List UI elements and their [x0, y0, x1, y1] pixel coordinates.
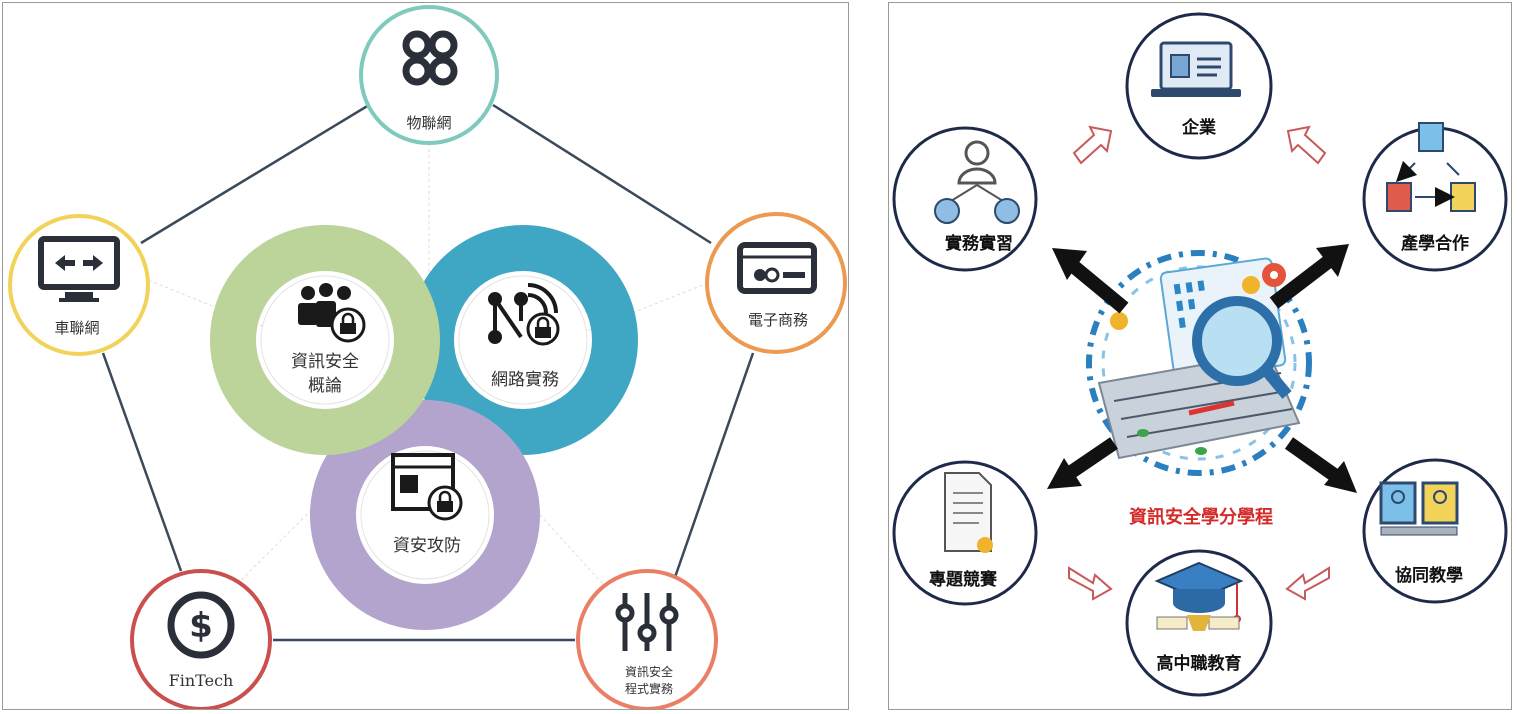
node-industry-academia: 產學合作: [1362, 122, 1508, 272]
collaborative-teaching-label: 協同教學: [1395, 565, 1463, 586]
ring-security-intro: [210, 225, 440, 455]
org-chart-icon: [934, 140, 1020, 224]
bug-icon-2: [1195, 447, 1207, 455]
ecommerce-label: 電子商務: [748, 311, 808, 329]
graduation-cap-icon: [1154, 561, 1244, 631]
dollar-icon: $: [167, 591, 235, 659]
node-car-network: 車聯網: [8, 214, 150, 356]
fintech-label: FinTech: [169, 671, 234, 690]
node-enterprise: 企業: [1125, 12, 1273, 160]
industry-academia-label: 產學合作: [1401, 233, 1469, 254]
black-arrowheads: [1047, 244, 1357, 493]
magnifier-lens: [1192, 296, 1282, 386]
gear-icon-left: [1110, 312, 1128, 330]
certificate-icon: [944, 472, 993, 553]
bug-icon: [1137, 429, 1149, 437]
right-diagram-panel: 資訊安全學分學程 企業: [888, 2, 1512, 710]
laptop-magnifier-illustration: [1086, 250, 1312, 476]
node-collaborative-teaching: 協同教學: [1362, 458, 1508, 604]
internship-label: 實務實習: [945, 233, 1013, 254]
svg-text:$: $: [189, 606, 213, 646]
credit-card-icon: [737, 242, 817, 294]
gear-icon-small: [1242, 276, 1260, 294]
node-iot: 物聯網: [359, 5, 499, 145]
left-diagram-svg: 資訊安全 概論 網路實務 資安攻防: [8, 5, 847, 709]
car-network-label: 車聯網: [54, 319, 99, 337]
laptop-profile-icon: [1151, 41, 1241, 97]
secure-programming-label-2: 程式實務: [625, 681, 673, 696]
two-users-icon: [1379, 481, 1459, 536]
node-ecommerce: 電子商務: [705, 212, 847, 354]
node-internship: 實務實習: [892, 126, 1038, 272]
node-high-school-education: 高中職教育: [1125, 549, 1273, 697]
network-lock-icon: [488, 283, 560, 346]
sliders-icon: [615, 593, 679, 651]
outline-arrows: [1068, 125, 1330, 601]
core-intro-label-1: 資訊安全: [291, 352, 359, 372]
high-school-education-label: 高中職教育: [1157, 653, 1242, 674]
people-lock-icon: [298, 283, 366, 343]
project-competition-label: 專題競賽: [929, 569, 998, 590]
enterprise-label: 企業: [1181, 117, 1216, 138]
left-diagram-panel: 資訊安全 概論 網路實務 資安攻防: [2, 2, 849, 710]
core-network-label: 網路實務: [491, 370, 559, 390]
browser-lock-icon: [391, 453, 463, 521]
core-rings: [210, 225, 638, 630]
secure-programming-label-1: 資訊安全: [625, 664, 673, 679]
black-arrows: [1063, 255, 1342, 483]
monitor-arrows-icon: [38, 236, 120, 302]
iot-label: 物聯網: [406, 114, 451, 132]
core-attack-label: 資安攻防: [393, 536, 461, 556]
ring-attack-defense: [310, 400, 540, 630]
node-secure-programming: 資訊安全 程式實務: [576, 569, 718, 709]
cloverleaf-icon: [402, 30, 458, 86]
pentagon-edges: [101, 103, 755, 642]
right-diagram-svg: 資訊安全學分學程 企業: [892, 12, 1508, 697]
user-exchange-icon: [1386, 122, 1476, 212]
core-intro-label-2: 概論: [308, 376, 342, 396]
magnifier-handle: [1262, 367, 1292, 399]
node-fintech: $ FinTech: [130, 569, 272, 709]
center-title: 資訊安全學分學程: [1129, 506, 1273, 528]
node-project-competition: 專題競賽: [892, 460, 1038, 606]
